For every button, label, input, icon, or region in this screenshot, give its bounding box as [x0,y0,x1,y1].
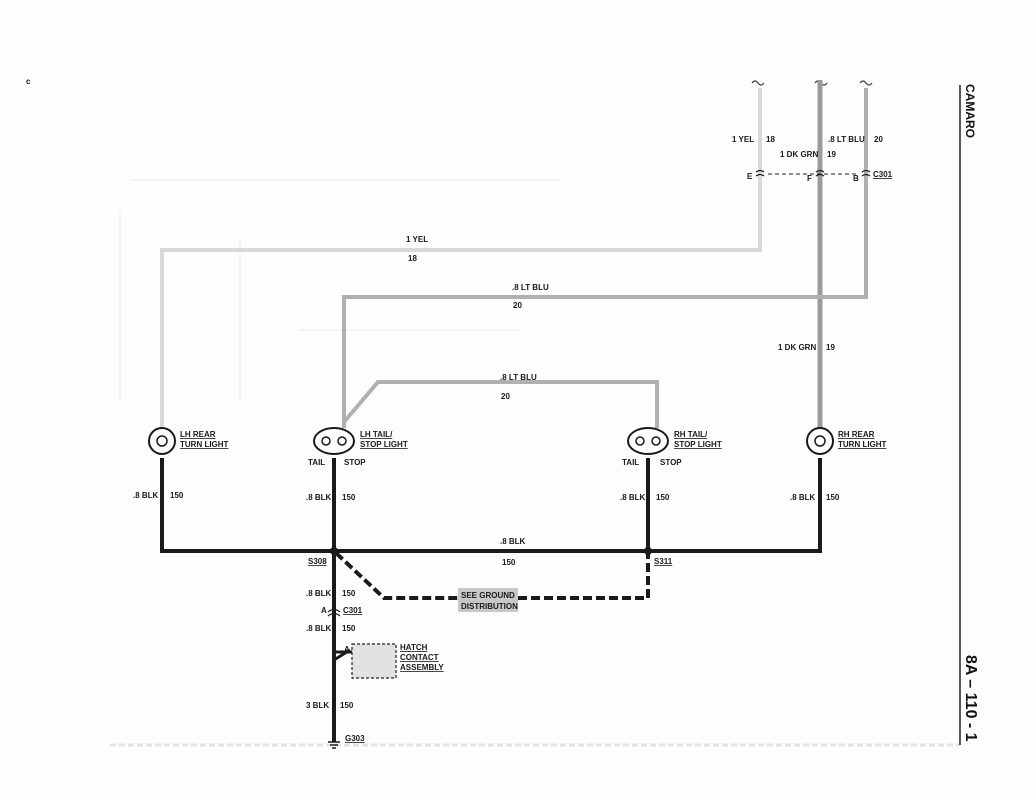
background-traces [110,179,960,747]
circuit-blk-c301-above: 150 [342,589,356,598]
lamp-rh-tail-label2: STOP LIGHT [674,440,722,449]
circuit-yel-top: 18 [766,135,775,144]
lamp-rh-tail-stop [627,427,669,455]
lamp-lh-turn-label1: LH REAR [180,430,216,439]
lamp-lh-turn-label2: TURN LIGHT [180,440,229,449]
label-blk-rh-turn: .8 BLK [790,493,816,502]
label-blk-c301-below: .8 BLK [306,624,332,633]
lh-tail-pin: TAIL [308,458,325,467]
splice-s308 [330,547,338,555]
rh-stop-pin: STOP [660,458,682,467]
hatch-label2: CONTACT [400,653,439,662]
label-blk-rh-tail: .8 BLK [620,493,646,502]
pin-a-c301: A [321,606,327,615]
lamp-rh-rear-turn [806,427,834,455]
side-title: CAMARO [963,84,977,138]
lamp-rh-turn-label1: RH REAR [838,430,875,439]
connector-c301-lower-label: C301 [343,606,363,615]
circuit-blk-bus: 150 [502,558,516,567]
corner-mark: c [26,77,31,86]
lamp-rh-tail-label1: RH TAIL/ [674,430,708,439]
circuit-dkgrn-top: 19 [827,150,836,159]
label-dkgrn-top: 1 DK GRN [780,150,818,159]
label-yel-top: 1 YEL [732,135,754,144]
circuit-ltblu-mid: 20 [513,301,522,310]
circuit-dkgrn-mid: 19 [826,343,835,352]
circuit-blk-lh-tail: 150 [342,493,356,502]
lamp-lh-tail-stop [313,427,355,455]
see-ground-line1: SEE GROUND [461,591,515,600]
page-number: 8A – 110 - 1 [962,655,979,742]
circuit-blk-rh-turn: 150 [826,493,840,502]
label-yel-mid: 1 YEL [406,235,428,244]
circuit-yel-mid: 18 [408,254,417,263]
connector-c301-top-label: C301 [873,170,893,179]
label-dkgrn-mid: 1 DK GRN [778,343,816,352]
circuit-blk-c301-below: 150 [342,624,356,633]
pin-f: F [807,174,812,183]
pin-b: B [853,174,859,183]
circuit-ltblu-top: 20 [874,135,883,144]
lamp-lh-tail-label1: LH TAIL/ [360,430,393,439]
ground-g303-label: G303 [345,734,365,743]
hatch-switch [333,648,352,662]
label-blk-bus: .8 BLK [500,537,526,546]
ground-distribution-dash [334,551,650,600]
hatch-label3: ASSEMBLY [400,663,444,672]
rh-tail-pin: TAIL [622,458,639,467]
label-blk-lh-tail: .8 BLK [306,493,332,502]
hatch-contact-box [351,643,397,679]
ground-g303-symbol [328,741,340,749]
circuit-blk-lh-turn: 150 [170,491,184,500]
connector-c301-lower [327,608,341,617]
splice-s308-label: S308 [308,557,327,566]
label-ltblu-mid: .8 LT BLU [512,283,549,292]
wire-end-marks [751,80,873,86]
circuit-blk3: 150 [340,701,354,710]
wire-ltblue-20-branch [342,380,659,428]
wire-ltblue-20 [342,88,868,428]
label-ltblu-branch: .8 LT BLU [500,373,537,382]
lh-stop-pin: STOP [344,458,366,467]
label-ltblu-top: .8 LT BLU [828,135,865,144]
pin-e: E [747,172,753,181]
splice-s311-label: S311 [654,557,673,566]
wire-yellow-18 [160,88,762,428]
lamp-lh-tail-label2: STOP LIGHT [360,440,408,449]
splice-s311 [644,547,652,555]
label-blk-lh-turn: .8 BLK [133,491,159,500]
label-blk-c301-above: .8 BLK [306,589,332,598]
lamp-lh-rear-turn [148,427,176,455]
see-ground-line2: DISTRIBUTION [461,602,518,611]
hatch-label1: HATCH [400,643,428,652]
see-ground-box [458,588,518,612]
lamp-rh-turn-label2: TURN LIGHT [838,440,887,449]
wire-black-150 [160,458,822,742]
label-blk3: 3 BLK [306,701,329,710]
circuit-ltblu-branch: 20 [501,392,510,401]
pin-a-hatch: A [344,645,350,654]
circuit-blk-rh-tail: 150 [656,493,670,502]
connector-c301-top-pins [755,169,871,177]
